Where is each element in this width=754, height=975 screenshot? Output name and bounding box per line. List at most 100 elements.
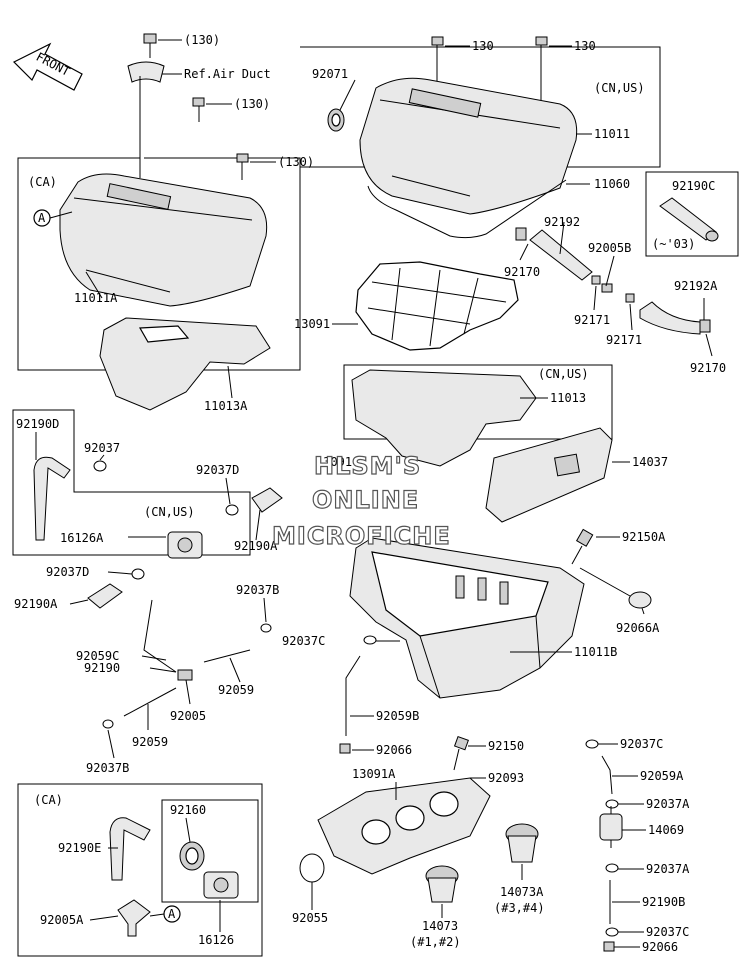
clamp-icon bbox=[131, 568, 145, 580]
inline-filter-icon bbox=[599, 806, 623, 848]
callout: 92059 bbox=[132, 735, 168, 749]
callout: 16126A bbox=[60, 531, 104, 545]
callout: 92037A bbox=[646, 797, 690, 811]
fitting-icon bbox=[117, 899, 151, 937]
watermark-line: MICROFICHE bbox=[272, 522, 451, 550]
marker-label: A bbox=[168, 907, 176, 921]
tube-icon bbox=[345, 655, 361, 736]
callout: 92190A bbox=[14, 597, 58, 611]
fitting-icon bbox=[591, 275, 635, 303]
callout: 11013 bbox=[550, 391, 586, 405]
callout: 92190 bbox=[84, 661, 120, 675]
callout: 11060 bbox=[594, 177, 630, 191]
callout: 16126 bbox=[198, 933, 234, 947]
callout: 92190D bbox=[16, 417, 59, 431]
hose-icon bbox=[109, 817, 151, 881]
callout: (#1,#2) bbox=[410, 935, 461, 949]
bolt-icon bbox=[571, 528, 594, 565]
air-cleaner-cover-icon bbox=[359, 77, 578, 215]
callout: 13091A bbox=[352, 767, 396, 781]
seal-strip-icon bbox=[485, 427, 613, 523]
callout: 92037D bbox=[46, 565, 89, 579]
bolt-icon bbox=[143, 33, 157, 58]
hose-icon bbox=[639, 301, 711, 335]
callout: 14073A bbox=[500, 885, 544, 899]
callout: 92037C bbox=[620, 737, 663, 751]
callout: 92093 bbox=[488, 771, 524, 785]
hose-icon bbox=[33, 456, 71, 541]
callout: 92190A bbox=[234, 539, 278, 553]
reed-valve-icon bbox=[167, 531, 203, 559]
callout: 92037C bbox=[646, 925, 689, 939]
callout: (CA) bbox=[28, 175, 57, 189]
callout: 11011 bbox=[594, 127, 630, 141]
callout: 92059C bbox=[76, 649, 119, 663]
callout: 92171 bbox=[574, 313, 610, 327]
bolt-icon bbox=[192, 97, 205, 122]
air-cleaner-housing-icon bbox=[349, 537, 585, 699]
callout-labels: (130) Ref.Air Duct (130) (130) 130 130 9… bbox=[14, 33, 726, 954]
intake-funnel-long-icon bbox=[505, 823, 539, 863]
callout: 92055 bbox=[292, 911, 328, 925]
mesh-screen-icon bbox=[355, 261, 519, 351]
cap-icon bbox=[339, 743, 351, 754]
callout: 92005 bbox=[170, 709, 206, 723]
callout: (#3,#4) bbox=[494, 901, 545, 915]
filter-element-ca-icon bbox=[99, 317, 271, 411]
callout: (130) bbox=[184, 33, 220, 47]
callout: 92037A bbox=[646, 862, 690, 876]
cap-icon bbox=[603, 941, 615, 952]
callout: 11011B bbox=[574, 645, 617, 659]
callout: 92190E bbox=[58, 841, 101, 855]
duct-clip-icon bbox=[127, 61, 165, 83]
watermark: HLSM'S ONLINE MICROFICHE bbox=[271, 451, 451, 550]
callout: (130) bbox=[278, 155, 314, 169]
callout: 92059 bbox=[218, 683, 254, 697]
callout: 130 bbox=[472, 39, 494, 53]
intake-funnel-icon bbox=[425, 865, 459, 903]
parts-artwork bbox=[33, 33, 719, 952]
clamp-icon bbox=[260, 623, 272, 633]
callout: 92059A bbox=[640, 769, 684, 783]
callout: (CN,US) bbox=[538, 367, 589, 381]
hose-icon bbox=[251, 487, 283, 513]
hose-icon bbox=[659, 197, 719, 242]
hose-icon bbox=[87, 583, 123, 609]
callout: 92066 bbox=[642, 940, 678, 954]
tube-icon bbox=[601, 755, 613, 795]
callout: 92150A bbox=[622, 530, 666, 544]
air-cleaner-cover-ca-icon bbox=[59, 173, 268, 307]
front-arrow-icon: FRONT bbox=[12, 42, 83, 91]
callout: (CN,US) bbox=[144, 505, 195, 519]
reference-marker-a: A bbox=[33, 209, 73, 227]
clamp-icon bbox=[93, 460, 107, 472]
hose-icon bbox=[515, 227, 593, 281]
bolt-icon bbox=[453, 735, 469, 771]
clamp-icon bbox=[605, 863, 619, 873]
reed-valve-icon bbox=[203, 871, 239, 899]
o-ring-icon bbox=[299, 853, 325, 883]
callout: 92066 bbox=[376, 743, 412, 757]
callout: 11011A bbox=[74, 291, 118, 305]
callout: 92037C bbox=[282, 634, 325, 648]
fitting-icon bbox=[177, 669, 193, 681]
callout: 14069 bbox=[648, 823, 684, 837]
callout: 92170 bbox=[690, 361, 726, 375]
clamp-icon bbox=[102, 719, 114, 729]
callout: 92005B bbox=[588, 241, 631, 255]
clamp-icon bbox=[363, 635, 377, 645]
callout: (~'03) bbox=[652, 237, 695, 251]
callout: 92037B bbox=[236, 583, 279, 597]
clamp-icon bbox=[225, 504, 239, 516]
callout: 130 bbox=[574, 39, 596, 53]
callout: 92190B bbox=[642, 895, 685, 909]
callout: 14037 bbox=[632, 455, 668, 469]
leader-lines bbox=[35, 39, 713, 948]
tube-icon bbox=[123, 599, 251, 717]
clamp-icon bbox=[605, 799, 619, 809]
callout: 92150 bbox=[488, 739, 524, 753]
callout: 92171 bbox=[606, 333, 642, 347]
cover-gasket-icon bbox=[367, 179, 567, 239]
callout: 92170 bbox=[504, 265, 540, 279]
